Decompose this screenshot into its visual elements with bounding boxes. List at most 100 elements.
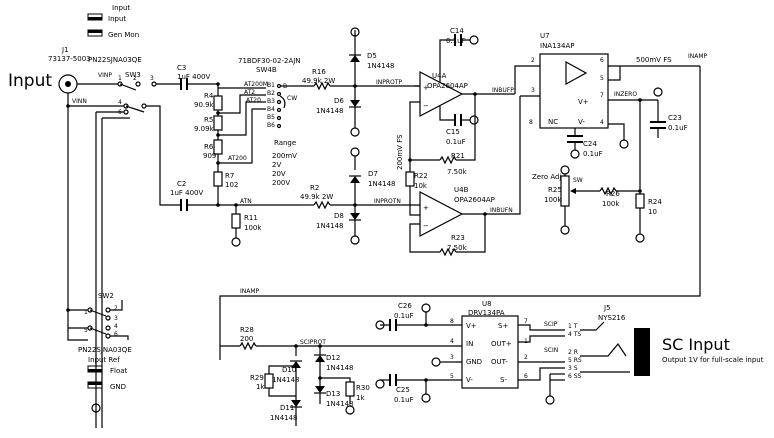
resistor-r22 <box>405 171 415 187</box>
sw2-part: PN22SJNA03QE <box>78 346 132 354</box>
ground-icon-c24 <box>570 149 580 159</box>
d11-ref: D11 <box>280 404 294 412</box>
svg-text:5: 5 <box>84 327 88 334</box>
d13-part: 1N4148 <box>326 400 354 408</box>
resistor-r16 <box>313 81 331 91</box>
svg-text:6: 6 <box>600 57 604 64</box>
ground-icon-sw2 <box>91 403 101 413</box>
net-inamp-top: INAMP <box>688 53 708 60</box>
r22-value: 10k <box>414 182 428 190</box>
r23-ref: R23 <box>451 234 465 242</box>
supply-neg-icon-2 <box>350 235 360 245</box>
c15-ref: C15 <box>446 128 460 136</box>
r21-value: 7.50k <box>447 168 468 176</box>
u4a-part: OPA2604AP <box>427 82 468 90</box>
r7-value: 102 <box>225 181 238 189</box>
c24-ref: C24 <box>583 140 597 148</box>
svg-text:3 S: 3 S <box>568 365 578 372</box>
r22-ref: R22 <box>414 172 428 180</box>
legend-top-heading: Input <box>112 4 130 12</box>
diode-d5 <box>350 55 360 62</box>
svg-text:4: 4 <box>600 119 604 126</box>
resistor-r26 <box>599 186 617 196</box>
ground-icon <box>231 237 241 247</box>
d5-part: 1N4148 <box>367 62 395 70</box>
j5-part: NYS216 <box>598 314 626 322</box>
j5-ref: J5 <box>603 304 611 312</box>
fs-label: 200mV FS <box>396 134 404 170</box>
legend-bottom-item2: GND <box>110 383 126 391</box>
c25-ref: C25 <box>396 386 410 394</box>
svg-text:8: 8 <box>529 119 533 126</box>
svg-text:4: 4 <box>450 338 454 345</box>
r30-ref: R30 <box>356 384 370 392</box>
legend-top-item2: Gen Mon <box>108 31 139 39</box>
d6-ref: D6 <box>334 97 344 105</box>
u7-nc: NC <box>548 118 558 126</box>
opamp-u4a <box>419 71 464 117</box>
c2-value: 1uF 400V <box>170 189 204 197</box>
net-at200m: AT200M <box>244 81 268 88</box>
net-inbufp: INBUFP <box>492 87 514 94</box>
svg-text:3: 3 <box>531 87 535 94</box>
sw-tag: SW <box>573 177 583 184</box>
svg-text:5: 5 <box>600 75 604 82</box>
r6-value: 909 <box>203 152 216 160</box>
net-inprotn: INPROTN <box>374 198 401 205</box>
svg-text:5: 5 <box>450 373 454 380</box>
r16-value: 49.9k 2W <box>302 77 335 85</box>
c2-ref: C2 <box>177 180 186 188</box>
net-at200: AT200 <box>228 155 247 162</box>
supply-pos-icon-r25 <box>560 165 570 175</box>
resistor-r11 <box>231 213 241 229</box>
r11-ref: R11 <box>244 214 258 222</box>
j1-ref: J1 <box>61 46 69 54</box>
sc-input-title: SC Input <box>662 335 730 354</box>
ground-icon-r30 <box>345 405 355 415</box>
r24-value: 10 <box>648 208 657 216</box>
out-fs-label: 500mV FS <box>636 56 672 64</box>
sw2-ref: SW2 <box>98 292 114 300</box>
svg-text:5 RS: 5 RS <box>568 357 582 364</box>
d13-ref: D13 <box>326 390 340 398</box>
c24-value: 0.1uF <box>583 150 603 158</box>
r4-ref: R4 <box>204 92 214 100</box>
ground-icon-r24 <box>635 233 645 243</box>
svg-text:B1: B1 <box>267 82 275 89</box>
net-scin: SCIN <box>544 347 558 354</box>
sw4b-cw: CW <box>287 95 297 102</box>
svg-text:7: 7 <box>524 318 528 325</box>
jack-ring-icon <box>580 342 627 357</box>
u8-ref: U8 <box>482 300 492 308</box>
diode-d8 <box>350 213 360 220</box>
supply-neg-icon-r25 <box>560 225 570 235</box>
r25-value: 100k <box>544 196 562 204</box>
svg-text:4 TS: 4 TS <box>568 331 581 338</box>
u7-vplus: V+ <box>578 98 589 106</box>
supply-pos-icon-u8 <box>421 303 431 313</box>
svg-text:8: 8 <box>450 318 454 325</box>
net-scip: SCIP <box>544 321 558 328</box>
sw4b-range-title: Range <box>274 139 296 147</box>
supply-neg-icon-u8 <box>421 393 431 403</box>
c23-value: 0.1uF <box>668 124 688 132</box>
svg-text:6: 6 <box>524 373 528 380</box>
net-at2: AT2 <box>244 89 255 96</box>
r4-value: 90.9k <box>194 101 215 109</box>
c14-ref: C14 <box>450 27 464 35</box>
resistor-r28 <box>239 341 257 351</box>
svg-text:+: + <box>423 84 429 92</box>
ic-u8 <box>461 315 519 389</box>
u8-pin-vplus: V+ <box>466 322 477 330</box>
range-200mv: 200mV <box>272 152 297 160</box>
d5-ref: D5 <box>367 52 377 60</box>
svg-text:2: 2 <box>133 75 137 82</box>
sw4b-ref: SW4B <box>256 66 277 74</box>
r16-ref: R16 <box>312 68 326 76</box>
r28-value: 200 <box>240 335 253 343</box>
net-inprotp: INPROTP <box>376 79 402 86</box>
sw3-part: PN22SJNA03QE <box>88 56 142 64</box>
jack-body-icon <box>634 328 650 376</box>
svg-text:6: 6 <box>114 331 118 338</box>
ground-icon-j5 <box>545 395 555 405</box>
